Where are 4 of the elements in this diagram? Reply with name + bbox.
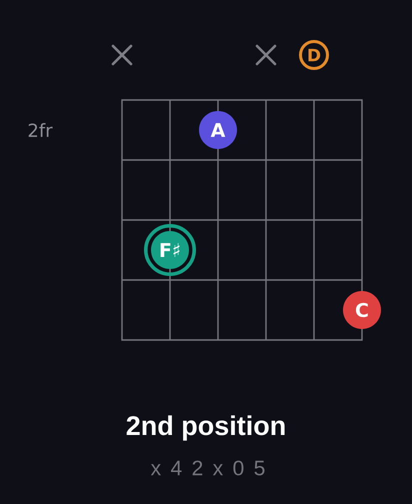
fret-number: 2fr (28, 123, 53, 137)
title: 2nd position (126, 415, 285, 441)
fingering-caption: x 4 2 x 0 5 (150, 460, 264, 476)
open-string-ring: D (299, 40, 329, 70)
